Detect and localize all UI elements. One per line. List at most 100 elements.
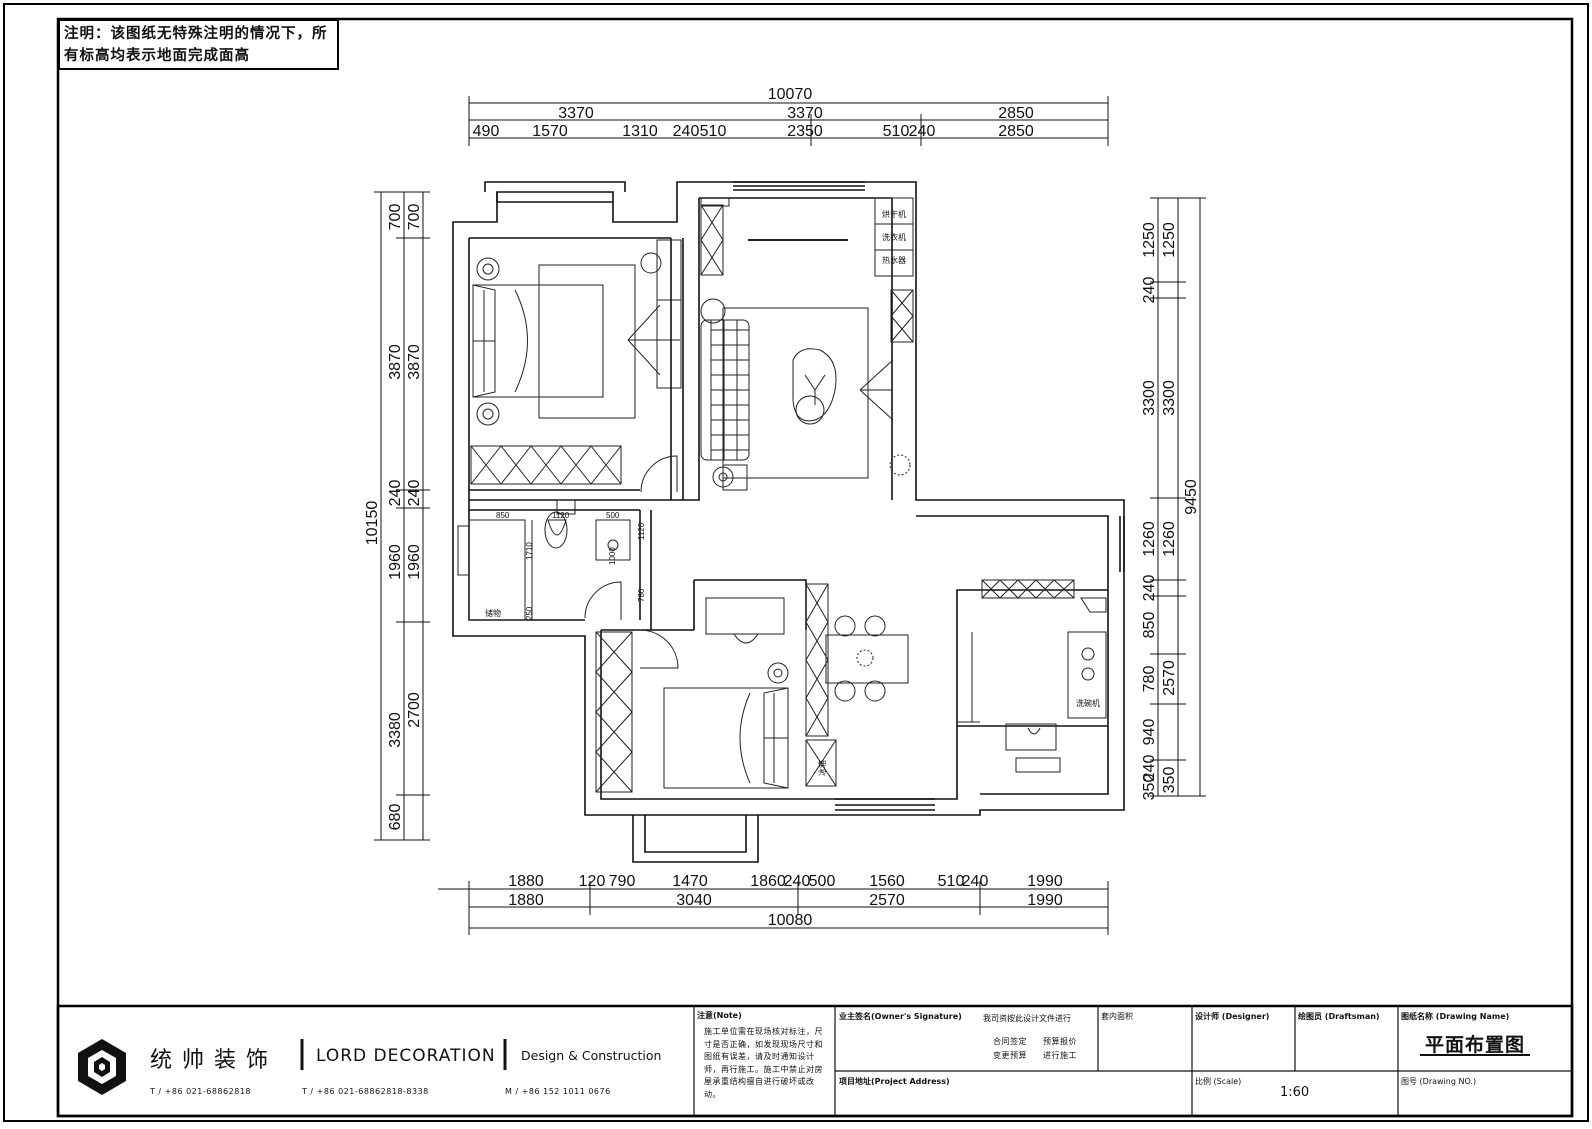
header-note: 注明：该图纸无特殊注明的情况下，所有标高均表示地面完成面高 <box>58 19 339 70</box>
process-item: 进行施工 <box>1043 1051 1077 1060</box>
owner-signature-label: 业主签名(Owner's Signature) <box>839 1012 962 1021</box>
process-item: 预算报价 <box>1043 1037 1077 1046</box>
right-dim: 350 <box>1141 774 1158 801</box>
phone-t2: T / +86 021-68862818-8338 <box>302 1087 429 1096</box>
drawing-no-label: 图号 (Drawing NO.) <box>1401 1077 1477 1086</box>
bottom-dim: 240 <box>784 873 811 890</box>
bottom-dim: 2570 <box>869 892 905 909</box>
top-dim: 2350 <box>787 123 823 140</box>
bath-dim: 1000 <box>608 547 617 565</box>
washer-label: 洗衣机 <box>882 232 906 242</box>
tagline: Design & Construction <box>521 1048 662 1063</box>
bottom-dim: 3040 <box>676 892 712 909</box>
bottom-dim: 1990 <box>1027 873 1063 890</box>
right-dim: 1260 <box>1141 521 1158 557</box>
right-dim: 240 <box>1141 575 1158 602</box>
area-label: 套内面积 <box>1101 1012 1133 1021</box>
furniture <box>457 197 1107 793</box>
right-dim: 1250 <box>1141 222 1158 258</box>
bath-dim: 780 <box>637 588 646 602</box>
top-dim: 510 <box>883 123 910 140</box>
top-dim: 1310 <box>622 123 658 140</box>
right-dim: 2570 <box>1161 660 1178 696</box>
top-dim: 3370 <box>558 105 594 122</box>
drawing-name-label: 图纸名称 (Drawing Name) <box>1401 1012 1510 1021</box>
bath-dim: 250 <box>525 606 534 620</box>
left-dim: 1960 <box>387 544 404 580</box>
bottom-total-dim: 10080 <box>768 912 813 929</box>
left-total-dim: 10150 <box>364 501 381 546</box>
bottom-dim: 120 <box>579 873 606 890</box>
right-dim: 850 <box>1141 612 1158 639</box>
bottom-dim: 1880 <box>508 892 544 909</box>
top-total-dim: 10070 <box>768 86 813 103</box>
title-block-grid <box>300 1006 1572 1116</box>
project-address-label: 项目地址(Project Address) <box>839 1077 950 1086</box>
left-dim: 3870 <box>387 344 404 380</box>
process-label: 我司资按此设计文件进行 <box>983 1014 1071 1023</box>
brand-en: LORD DECORATION <box>316 1046 496 1066</box>
bath-dim: 1120 <box>637 522 646 540</box>
fridge-label: 冰箱 <box>817 760 827 776</box>
left-dim: 1960 <box>406 544 423 580</box>
top-dim: 2850 <box>998 105 1034 122</box>
bottom-dim: 240 <box>962 873 989 890</box>
note-body: 施工单位需在现场核对标注，尺寸是否正确，如发现现场尺寸和图纸有误差，请及时通知设… <box>704 1027 823 1099</box>
top-dim: 240 <box>673 123 700 140</box>
right-dim: 1250 <box>1161 222 1178 258</box>
bottom-dim: 1470 <box>672 873 708 890</box>
left-dim: 240 <box>406 480 423 507</box>
bottom-dim: 510 <box>938 873 965 890</box>
bottom-dim: 1860 <box>750 873 786 890</box>
bottom-dim: 790 <box>609 873 636 890</box>
bottom-dim: 500 <box>809 873 836 890</box>
process-item: 合同签定 <box>993 1037 1027 1046</box>
left-dim: 3870 <box>406 344 423 380</box>
top-dim: 240 <box>909 123 936 140</box>
lord-decoration-logo <box>78 1039 126 1095</box>
plan-labels: 850 1120 500 1000 1710 250 780 1120 洗衣机 … <box>485 209 1100 776</box>
note-title: 注意(Note) <box>697 1011 742 1020</box>
process-item: 变更预算 <box>993 1051 1027 1060</box>
draftsman-label: 绘图员 (Draftsman) <box>1298 1012 1380 1021</box>
right-dim: 3300 <box>1161 380 1178 416</box>
phone-m: M / +86 152 1011 0676 <box>505 1087 611 1096</box>
bottom-dim: 1560 <box>869 873 905 890</box>
left-dim: 240 <box>387 480 404 507</box>
bath-dim: 850 <box>496 511 510 520</box>
right-dim: 3300 <box>1141 380 1158 416</box>
right-dim: 1260 <box>1161 521 1178 557</box>
left-dim: 3380 <box>387 712 404 748</box>
top-dim: 3370 <box>787 105 823 122</box>
left-dim: 680 <box>387 804 404 831</box>
left-dim: 700 <box>406 204 423 231</box>
dishwasher-label: 洗碗机 <box>1076 698 1100 708</box>
phone-t1: T / +86 021-68862818 <box>150 1087 251 1096</box>
walls <box>452 181 1125 863</box>
dimension-labels: 10070 3370 3370 2850 490 1570 1310 240 5… <box>364 86 1200 929</box>
bath-dim: 1710 <box>525 542 534 560</box>
top-dim: 1570 <box>532 123 568 140</box>
bottom-dim: 1990 <box>1027 892 1063 909</box>
dryer-label: 烘干机 <box>882 209 906 219</box>
designer-label: 设计师 (Designer) <box>1195 1012 1270 1021</box>
right-total-dim: 9450 <box>1183 479 1200 515</box>
right-dim: 350 <box>1161 767 1178 794</box>
bath-dim: 500 <box>606 511 620 520</box>
top-dim: 2850 <box>998 123 1034 140</box>
left-dim: 700 <box>387 204 404 231</box>
top-dim: 490 <box>473 123 500 140</box>
water-heater-label: 热水器 <box>882 255 906 265</box>
scale-label: 比例 (Scale) <box>1195 1077 1242 1086</box>
bottom-dim: 1880 <box>508 873 544 890</box>
drawing-name: 平面布置图 <box>1425 1034 1526 1056</box>
right-dim: 940 <box>1141 719 1158 746</box>
bath-dim: 1120 <box>552 511 570 520</box>
right-dim: 240 <box>1141 277 1158 304</box>
scale-value: 1:60 <box>1280 1085 1310 1100</box>
storage-label: 储物 <box>485 608 501 618</box>
right-dim: 240 <box>1141 755 1158 782</box>
dimension-lines <box>374 96 1206 935</box>
